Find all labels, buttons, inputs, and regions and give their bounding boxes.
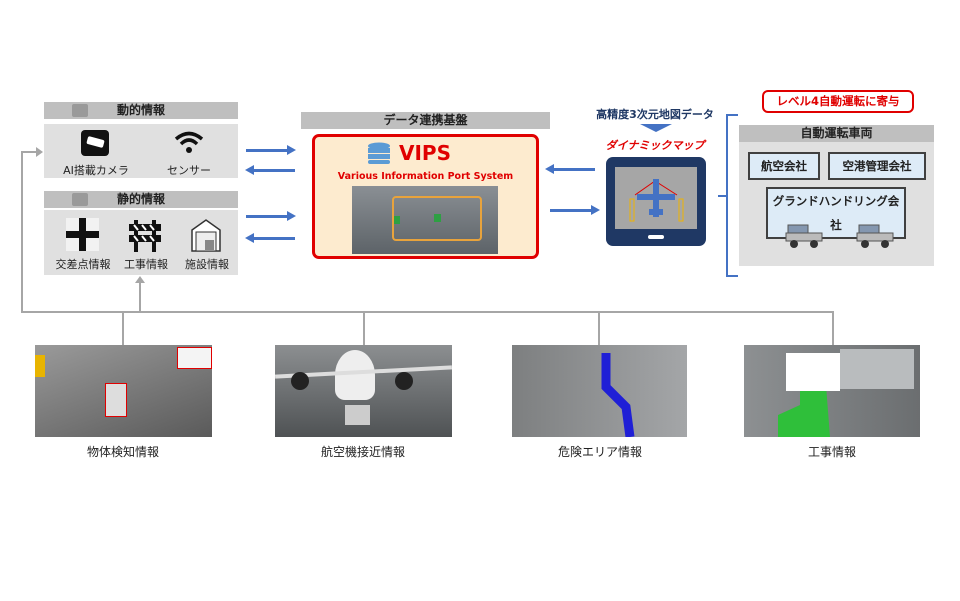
company-ground-handling: グランドハンドリング会社 — [766, 187, 906, 239]
aircraft-approach-label: 航空機接近情報 — [320, 445, 405, 459]
down-triangle-icon — [640, 124, 672, 132]
construction-label: 工事情報 — [124, 258, 168, 271]
bracket — [726, 114, 738, 277]
arrow-to-platform-from-map — [545, 164, 595, 174]
static-info-title: 静的情報 — [116, 192, 165, 206]
building-icon — [72, 104, 88, 117]
vehicle-icon — [784, 223, 824, 249]
barrier-icon — [128, 220, 162, 252]
arrow-to-platform — [246, 211, 296, 221]
hd-map-label: 高精度3次元地図データ — [596, 108, 714, 121]
arrow-from-platform — [245, 165, 295, 175]
bracket-tick — [718, 195, 726, 197]
feedback-arrowhead — [135, 276, 145, 283]
danger-area-image — [512, 345, 687, 437]
vehicle-icon — [855, 223, 895, 249]
facility-label: 施設情報 — [185, 258, 229, 271]
tablet-icon — [606, 157, 706, 246]
feedback-line — [139, 283, 141, 312]
feedback-arrowhead — [36, 147, 43, 157]
vehicles-title: 自動運転車両 — [739, 125, 934, 142]
dynamic-info-panel: AI搭載カメラ センサー — [44, 124, 238, 178]
object-detection-label: 物体検知情報 — [86, 445, 159, 459]
company-airline: 航空会社 — [748, 152, 820, 180]
feedback-line — [122, 311, 124, 345]
feedback-line — [21, 151, 23, 312]
company-airport-management: 空港管理会社 — [828, 152, 926, 180]
airport-map-image — [352, 186, 498, 254]
arrow-to-map — [550, 205, 600, 215]
building-icon — [72, 193, 88, 206]
vips-subtitle: Various Information Port System — [337, 171, 514, 182]
intersection-icon — [66, 218, 99, 251]
construction-info-label: 工事情報 — [807, 445, 856, 459]
construction-info-image — [744, 345, 920, 437]
feedback-line — [598, 311, 600, 345]
danger-area-label: 危険エリア情報 — [557, 445, 642, 459]
dynamic-info-header: 動的情報 — [44, 102, 238, 119]
camera-label: AI搭載カメラ — [63, 164, 129, 177]
feedback-line — [363, 311, 365, 345]
sensor-label: センサー — [167, 164, 211, 177]
vehicles-panel: 自動運転車両 航空会社 空港管理会社 グランドハンドリング会社 — [739, 125, 934, 266]
vips-box: VIPS Various Information Port System — [312, 134, 539, 259]
intersection-label: 交差点情報 — [55, 258, 111, 271]
vips-title: VIPS — [399, 141, 451, 165]
database-icon — [367, 142, 391, 166]
level4-badge: レベル4自動運転に寄与 — [762, 90, 914, 113]
feedback-line — [21, 151, 37, 153]
aircraft-approach-image — [275, 345, 452, 437]
platform-header: データ連携基盤 — [301, 112, 550, 129]
arrow-from-platform — [245, 233, 295, 243]
static-info-header: 静的情報 — [44, 191, 238, 208]
feedback-line — [21, 311, 834, 313]
warehouse-icon — [190, 218, 222, 252]
dynamic-map-label: ダイナミックマップ — [605, 139, 705, 152]
object-detection-image — [35, 345, 212, 437]
wifi-icon — [174, 130, 204, 156]
static-info-panel: 交差点情報 工事情報 施設情報 — [44, 210, 238, 275]
dynamic-info-title: 動的情報 — [116, 103, 165, 117]
arrow-to-platform — [246, 145, 296, 155]
feedback-line — [832, 311, 834, 345]
camera-icon — [81, 130, 109, 156]
